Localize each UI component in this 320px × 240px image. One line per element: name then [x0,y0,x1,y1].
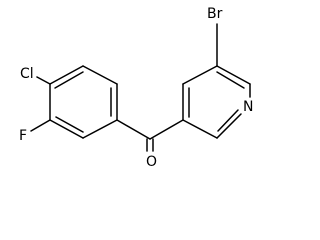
oxygen-atom-label: O [146,154,157,170]
aromatic-inner-bond [55,116,84,133]
fluorine-atom-label: F [19,128,27,144]
bond [82,65,118,85]
chlorine-atom-label: Cl [20,66,34,82]
bond [116,119,151,140]
nitrogen-atom-label: N [243,99,253,115]
aromatic-inner-bond [216,71,245,89]
bond [216,113,242,139]
carbonyl-group [116,119,184,152]
carbon-fluorine-bond [30,119,51,132]
chlorofluorophenyl-ring [49,65,118,139]
chemical-structure-diagram: Cl F Br N O [19,6,253,170]
bond [149,119,184,140]
bromine-atom-label: Br [207,6,223,22]
bond [82,119,118,139]
bond [182,65,218,85]
bond [216,65,251,85]
carbon-chlorine-bond [36,76,51,85]
bond [182,119,218,139]
aromatic-inner-bond [217,109,239,132]
bond [49,119,84,139]
bond [49,65,84,85]
aromatic-inner-bond [54,71,84,89]
bromopyridine-ring [182,65,251,139]
